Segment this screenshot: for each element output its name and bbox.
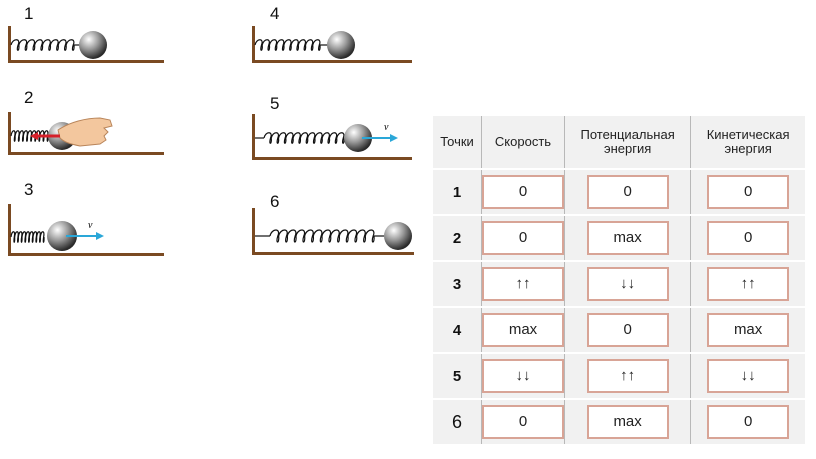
spring-coil: [263, 132, 345, 144]
table-row: 5 ↓↓ ↑↑ ↓↓: [433, 353, 805, 400]
kinetic-cell: ↑↑: [707, 267, 790, 301]
spring-ball-illustration: [252, 208, 414, 255]
wall-floor: [8, 26, 164, 63]
diagram-panel-4: 4: [244, 4, 414, 74]
panel-number: 5: [270, 94, 280, 113]
diagram-panel-2: 2: [0, 88, 170, 158]
speed-cell: max: [482, 313, 564, 347]
table-row: 1 0 0 0: [433, 169, 805, 216]
velocity-label: v: [88, 220, 93, 231]
row-point: 1: [433, 169, 482, 216]
spring-ball-illustration: v: [252, 114, 412, 160]
potential-cell: max: [586, 405, 669, 439]
velocity-arrow: v: [362, 122, 398, 142]
row-point: 5: [433, 353, 482, 400]
speed-cell: 0: [482, 405, 564, 439]
panel-number: 3: [24, 180, 34, 199]
row-point: 6: [433, 399, 482, 446]
spring-ball-illustration: v: [8, 204, 164, 256]
diagram-panel-1: 1: [0, 4, 170, 74]
row-point: 2: [433, 215, 482, 262]
diagram-panel-5: 5 v: [244, 94, 414, 164]
wall-floor: [252, 208, 414, 255]
table-row: 6 0 max 0: [433, 399, 805, 446]
header-kinetic-energy: Кинетическая энергия: [690, 116, 805, 170]
kinetic-cell: 0: [707, 405, 790, 439]
potential-cell: max: [586, 221, 669, 255]
velocity-label: v: [384, 122, 389, 133]
ball: [384, 222, 412, 250]
spring-ball-illustration: [8, 26, 164, 63]
potential-cell: ↑↑: [586, 359, 669, 393]
potential-cell: 0: [586, 313, 669, 347]
energy-table: Точки Скорость Потенциальная энергия Кин…: [433, 116, 805, 446]
panel-number: 1: [24, 4, 34, 23]
potential-cell: ↓↓: [586, 267, 669, 301]
row-point: 3: [433, 261, 482, 308]
hand: [57, 117, 113, 147]
ball: [327, 31, 355, 59]
ball: [79, 31, 107, 59]
potential-cell: 0: [586, 175, 669, 209]
header-potential-energy: Потенциальная энергия: [563, 116, 691, 170]
table-row: 3 ↑↑ ↓↓ ↑↑: [433, 261, 805, 308]
speed-cell: 0: [482, 221, 564, 255]
panel-number: 4: [270, 4, 280, 23]
ball: [344, 124, 372, 152]
header-points: Точки: [433, 116, 482, 170]
wall-floor: [8, 112, 164, 155]
panel-number: 2: [24, 88, 34, 107]
wall-floor: [8, 204, 164, 256]
wall-floor: [252, 114, 412, 160]
spring-coil: [10, 231, 45, 243]
spring-coil: [10, 39, 75, 51]
row-point: 4: [433, 307, 482, 354]
diagram-panel-6: 6: [244, 192, 414, 262]
energy-table-grid: Точки Скорость Потенциальная энергия Кин…: [433, 116, 805, 446]
table-row: 4 max 0 max: [433, 307, 805, 354]
kinetic-cell: 0: [707, 221, 790, 255]
header-speed: Скорость: [481, 116, 565, 170]
diagram-panel-3: 3 v: [0, 180, 170, 256]
spring-coil: [254, 39, 321, 51]
table-row: 2 0 max 0: [433, 215, 805, 262]
wall-floor: [252, 26, 412, 63]
velocity-arrow: v: [66, 220, 104, 240]
panel-number: 6: [270, 192, 280, 211]
speed-cell: ↓↓: [482, 359, 564, 393]
spring-ball-illustration: [8, 112, 164, 155]
speed-cell: 0: [482, 175, 564, 209]
kinetic-cell: max: [707, 313, 790, 347]
spring-ball-illustration: [252, 26, 412, 63]
table-header-row: Точки Скорость Потенциальная энергия Кин…: [433, 116, 805, 170]
ball: [47, 221, 77, 251]
spring-coil: [269, 229, 375, 243]
force-arrow-red: [30, 132, 60, 140]
kinetic-cell: ↓↓: [707, 359, 790, 393]
speed-cell: ↑↑: [482, 267, 564, 301]
kinetic-cell: 0: [707, 175, 790, 209]
